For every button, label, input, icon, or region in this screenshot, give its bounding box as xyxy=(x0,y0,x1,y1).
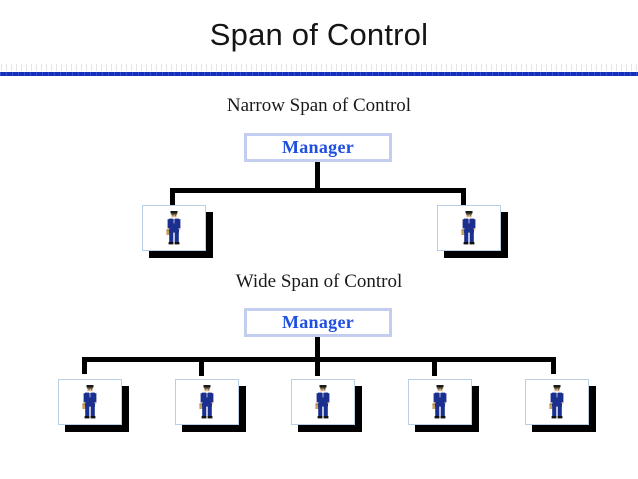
node-frame xyxy=(58,379,122,425)
node-frame xyxy=(437,205,501,251)
divider-gap xyxy=(0,71,638,72)
narrow-connector-drop-2 xyxy=(461,188,466,206)
title-divider xyxy=(0,64,638,76)
businessman-icon xyxy=(82,385,97,419)
wide-span-heading: Wide Span of Control xyxy=(235,271,403,292)
wide-connector-drop-3 xyxy=(315,357,320,376)
narrow-subordinate-2[interactable] xyxy=(437,205,508,258)
page-title: Span of Control xyxy=(209,17,429,52)
node-frame xyxy=(525,379,589,425)
businessman-icon xyxy=(432,385,447,419)
wide-subordinate-5[interactable] xyxy=(525,379,596,432)
divider-blue-bar xyxy=(0,72,638,76)
wide-manager-label: Manager xyxy=(281,312,355,332)
narrow-manager-label: Manager xyxy=(281,137,355,157)
narrow-connector-bus xyxy=(170,188,466,193)
narrow-span-heading: Narrow Span of Control xyxy=(226,95,412,116)
wide-connector-drop-1 xyxy=(82,357,87,374)
node-frame xyxy=(408,379,472,425)
narrow-subordinate-1[interactable] xyxy=(142,205,213,258)
businessman-icon xyxy=(315,385,330,419)
wide-connector-drop-4 xyxy=(432,357,437,376)
businessman-icon xyxy=(461,211,476,245)
businessman-icon xyxy=(166,211,181,245)
wide-connector-drop-5 xyxy=(551,357,556,374)
node-frame xyxy=(175,379,239,425)
wide-manager-box[interactable]: Manager xyxy=(244,308,392,337)
wide-connector-drop-2 xyxy=(199,357,204,376)
divider-blue-texture xyxy=(0,72,638,76)
wide-subordinate-3[interactable] xyxy=(291,379,362,432)
divider-gold-texture xyxy=(0,64,638,71)
businessman-icon xyxy=(549,385,564,419)
businessman-icon xyxy=(199,385,214,419)
narrow-connector-drop-1 xyxy=(170,188,175,206)
wide-subordinate-1[interactable] xyxy=(58,379,129,432)
node-frame xyxy=(291,379,355,425)
wide-subordinate-2[interactable] xyxy=(175,379,246,432)
wide-connector-stem xyxy=(315,337,320,360)
wide-subordinate-4[interactable] xyxy=(408,379,479,432)
node-frame xyxy=(142,205,206,251)
narrow-manager-box[interactable]: Manager xyxy=(244,133,392,162)
narrow-connector-stem xyxy=(315,162,320,191)
